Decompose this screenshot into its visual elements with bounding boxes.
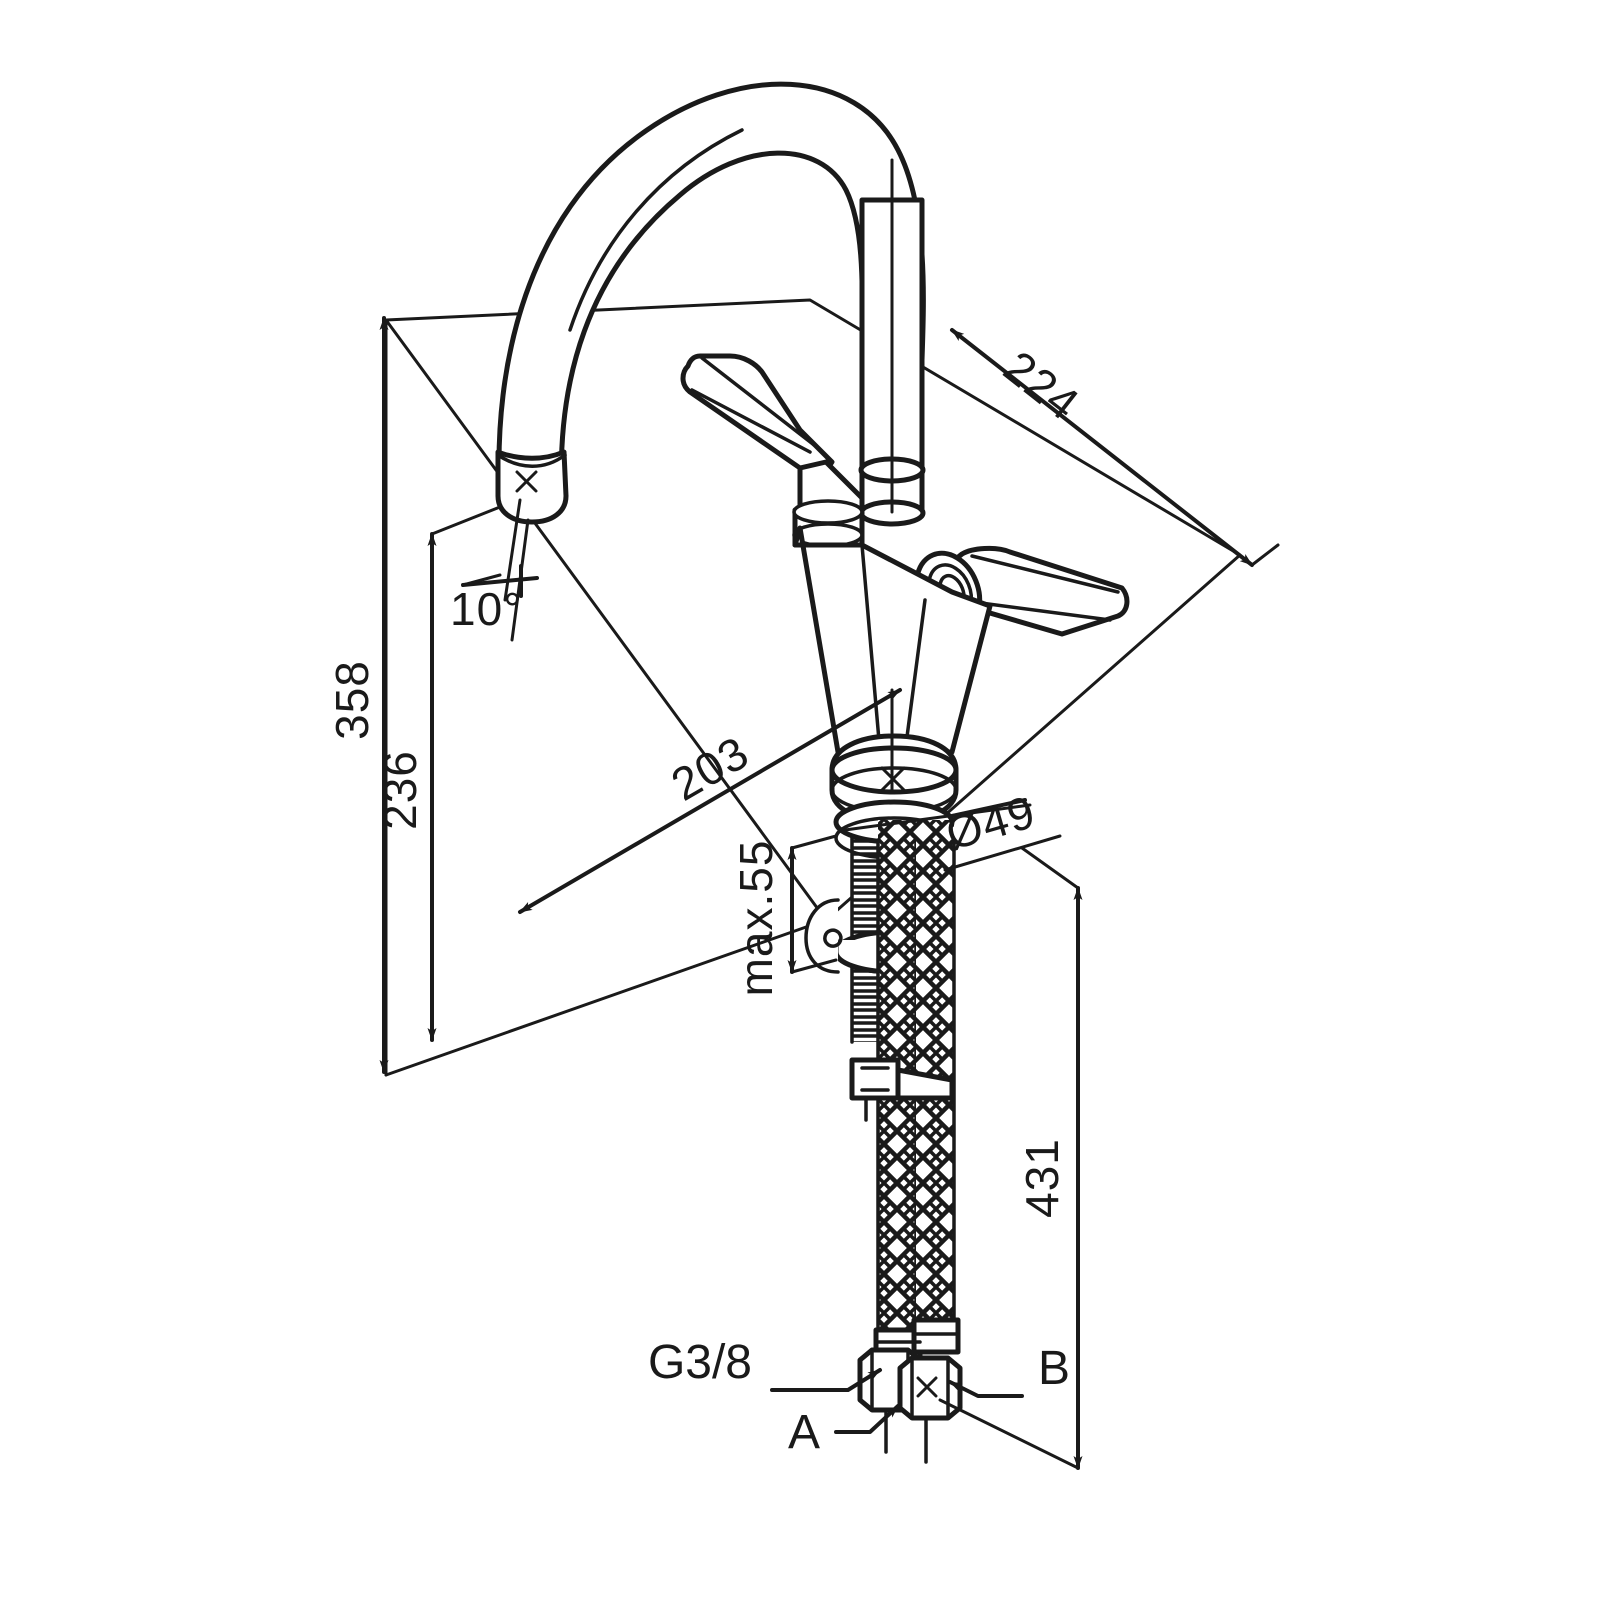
spout-aerator [495,449,569,525]
dimension-431: 431 [938,846,1083,1470]
callout-a-label: A [788,1406,820,1459]
handle-lever-left [680,353,865,548]
dimension-max55: max.55 [730,834,838,997]
dimension-236: 236 [374,503,507,1042]
dimension-358-label: 358 [326,660,378,740]
dimension-max55-label: max.55 [730,840,782,997]
callout-g38: G3/8 [648,1336,882,1392]
inlet-connectors [857,1347,963,1464]
dimension-358: 358 [326,316,389,1074]
dimension-10deg-label: 10° [450,583,523,635]
dimension-203-label: 203 [662,726,757,811]
angle-10-indicator: 10° [450,498,539,642]
hose-clip [849,1057,955,1122]
dimension-431-label: 431 [1016,1138,1068,1218]
dimension-d49: Ø49 [843,785,1062,872]
dimension-236-label: 236 [374,750,426,830]
dimension-224: 224 [950,328,1280,567]
outlet-center-mark [515,470,538,493]
callout-g38-label: G3/8 [648,1336,752,1389]
callout-b-label: B [1038,1342,1070,1395]
callout-b: B [948,1342,1070,1398]
callout-a: A [788,1404,900,1459]
